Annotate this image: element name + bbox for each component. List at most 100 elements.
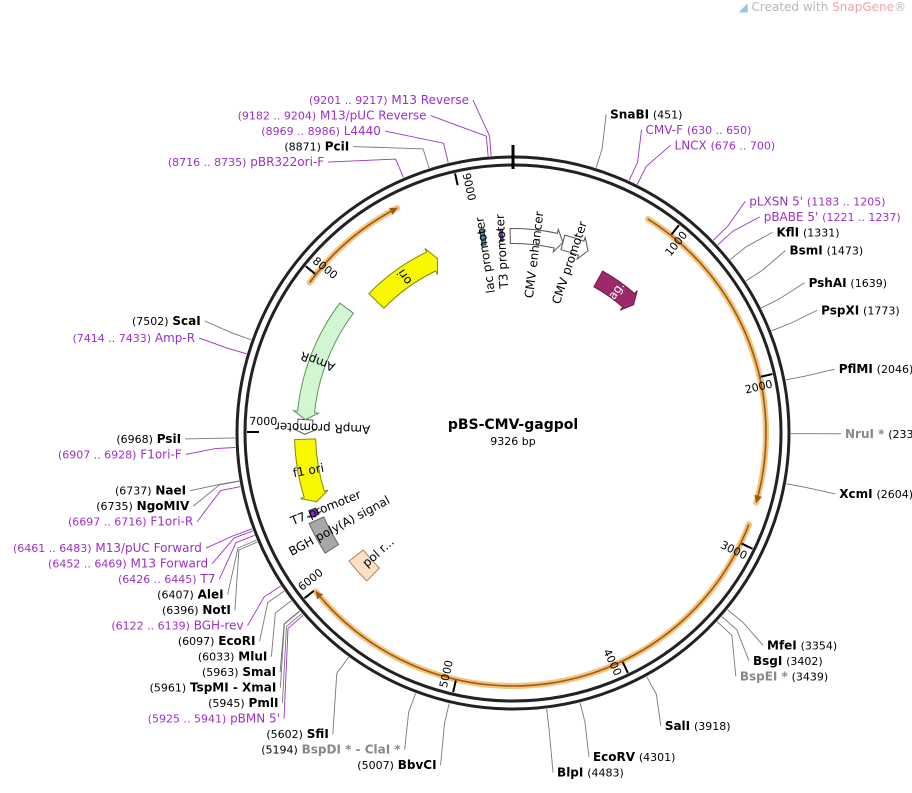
primer-label: (6907 .. 6928) F1ori-F: [58, 447, 182, 461]
label-name: pBMN 5': [230, 712, 280, 726]
primer-label: pBABE 5' (1221 .. 1237): [764, 210, 901, 224]
label-position: (1183 .. 1205): [807, 195, 886, 208]
site-label: SalI (3918): [665, 719, 731, 733]
label-name: SmaI: [242, 665, 276, 679]
site-labels: SnaBI (451)CMV-F (630 .. 650)LNCX (676 .…: [13, 93, 912, 780]
plasmid-length: 9326 bp: [490, 435, 535, 448]
label-position: (6697 .. 6716): [68, 516, 147, 529]
bp-tick-label: 9000: [460, 172, 479, 202]
leader-line: [717, 216, 760, 246]
bp-tick-label: 6000: [296, 566, 326, 594]
leader-line: [218, 534, 255, 580]
label-position: (8716 .. 8735): [168, 156, 247, 169]
primer-label: (8969 .. 8986) L4440: [261, 124, 381, 138]
label-position: (6735): [96, 500, 133, 513]
feature-bgh-poly-a-signal: [308, 516, 340, 554]
label-name: TspMI - XmaI: [190, 681, 276, 695]
label-name: M13 Reverse: [391, 93, 469, 107]
label-name: LNCX: [675, 138, 707, 152]
label-position: (5194): [261, 744, 298, 757]
feature-t7-promoter: [306, 507, 322, 518]
label-position: (6461 .. 6483): [13, 542, 92, 555]
bp-tick: [305, 265, 316, 275]
feature-label: AmpR promoter: [275, 420, 371, 437]
bp-tick: [303, 589, 315, 599]
leader-line: [712, 201, 746, 241]
label-position: (1773): [863, 304, 900, 317]
snapgene-logo-icon: ◢: [738, 0, 748, 14]
leader-line: [440, 703, 450, 766]
label-position: (4301): [639, 751, 676, 764]
label-name: Amp-R: [155, 331, 195, 345]
site-label: (6968) PsiI: [116, 432, 181, 446]
label-position: (6737): [115, 485, 152, 498]
label-position: (6968): [116, 433, 153, 446]
label-position: (5602): [266, 728, 303, 741]
leader-line: [353, 146, 430, 169]
label-position: (9201 .. 9217): [309, 94, 388, 107]
label-position: (5945): [208, 697, 245, 710]
label-name: F1ori-R: [150, 515, 193, 529]
site-label: (6097) EcoRI: [178, 634, 256, 648]
label-name: BsmI: [789, 243, 822, 257]
feature-ampr: [291, 302, 355, 421]
orf-arc: [647, 218, 767, 503]
label-position: (2335): [888, 428, 912, 441]
label-position: (8969 .. 8986): [261, 125, 340, 138]
leader-line: [404, 693, 417, 750]
label-position: (1221 .. 1237): [822, 211, 901, 224]
bp-tick-label: 7000: [249, 415, 277, 428]
primer-label: (6426 .. 6445) T7: [118, 572, 215, 586]
label-position: (1639): [850, 277, 887, 290]
feature-cmv-enhancer: [509, 227, 564, 254]
leader-line: [786, 483, 836, 495]
label-name: pBABE 5': [764, 210, 819, 224]
label-name: NotI: [202, 603, 231, 617]
label-name: PsiI: [157, 432, 181, 446]
label-name: PmlI: [249, 696, 279, 710]
label-position: (6097): [178, 635, 215, 648]
feature-pol-r: [348, 549, 381, 582]
site-label: (5961) TspMI - XmaI: [150, 681, 277, 695]
leader-line: [729, 231, 773, 260]
leader-line: [185, 447, 236, 455]
leader-line: [259, 590, 285, 642]
leader-line: [211, 530, 253, 564]
label-position: (4483): [587, 767, 624, 780]
label-position: (8871): [284, 141, 321, 154]
label-name: PshAI: [809, 276, 847, 290]
site-label: BspEI * (3439): [740, 669, 828, 683]
label-position: (7502): [132, 315, 169, 328]
label-name: ScaI: [172, 314, 200, 328]
feature-cmv-promoter: [560, 234, 589, 261]
label-name: BspEI *: [740, 669, 789, 683]
primer-label: (6461 .. 6483) M13/pUC Forward: [13, 541, 202, 555]
label-name: EcoRI: [218, 634, 255, 648]
plasmid-name: pBS-CMV-gagpol: [448, 417, 578, 433]
feature-label: CMV promoter: [549, 219, 590, 305]
label-position: (9182 .. 9204): [238, 110, 317, 123]
bp-tick: [454, 173, 459, 186]
leader-line: [185, 437, 236, 440]
site-label: (5963) SmaI: [202, 665, 276, 679]
primer-label: pLXSN 5' (1183 .. 1205): [749, 194, 885, 208]
label-name: AleI: [198, 588, 224, 602]
site-label: SnaBI (451): [610, 107, 682, 121]
label-name: M13 Forward: [130, 557, 208, 571]
bp-tick: [760, 373, 773, 378]
bp-tick-label: 2000: [744, 378, 774, 397]
site-label: PshAI (1639): [809, 276, 887, 290]
label-position: (630 .. 650): [687, 124, 752, 137]
leader-line: [595, 114, 607, 168]
label-position: (6396): [162, 604, 199, 617]
site-label: PflMI (2046): [839, 362, 912, 376]
feature-lac-promoter: [479, 228, 487, 247]
leader-line: [227, 539, 257, 595]
label-position: (5925 .. 5941): [148, 713, 227, 726]
label-name: NruI *: [845, 427, 885, 441]
site-label: BsgI (3402): [753, 654, 823, 668]
label-position: (2604): [876, 488, 912, 501]
leader-line: [745, 250, 786, 282]
label-name: MfeI: [767, 638, 797, 652]
site-label: (5602) SfiI: [266, 727, 328, 741]
